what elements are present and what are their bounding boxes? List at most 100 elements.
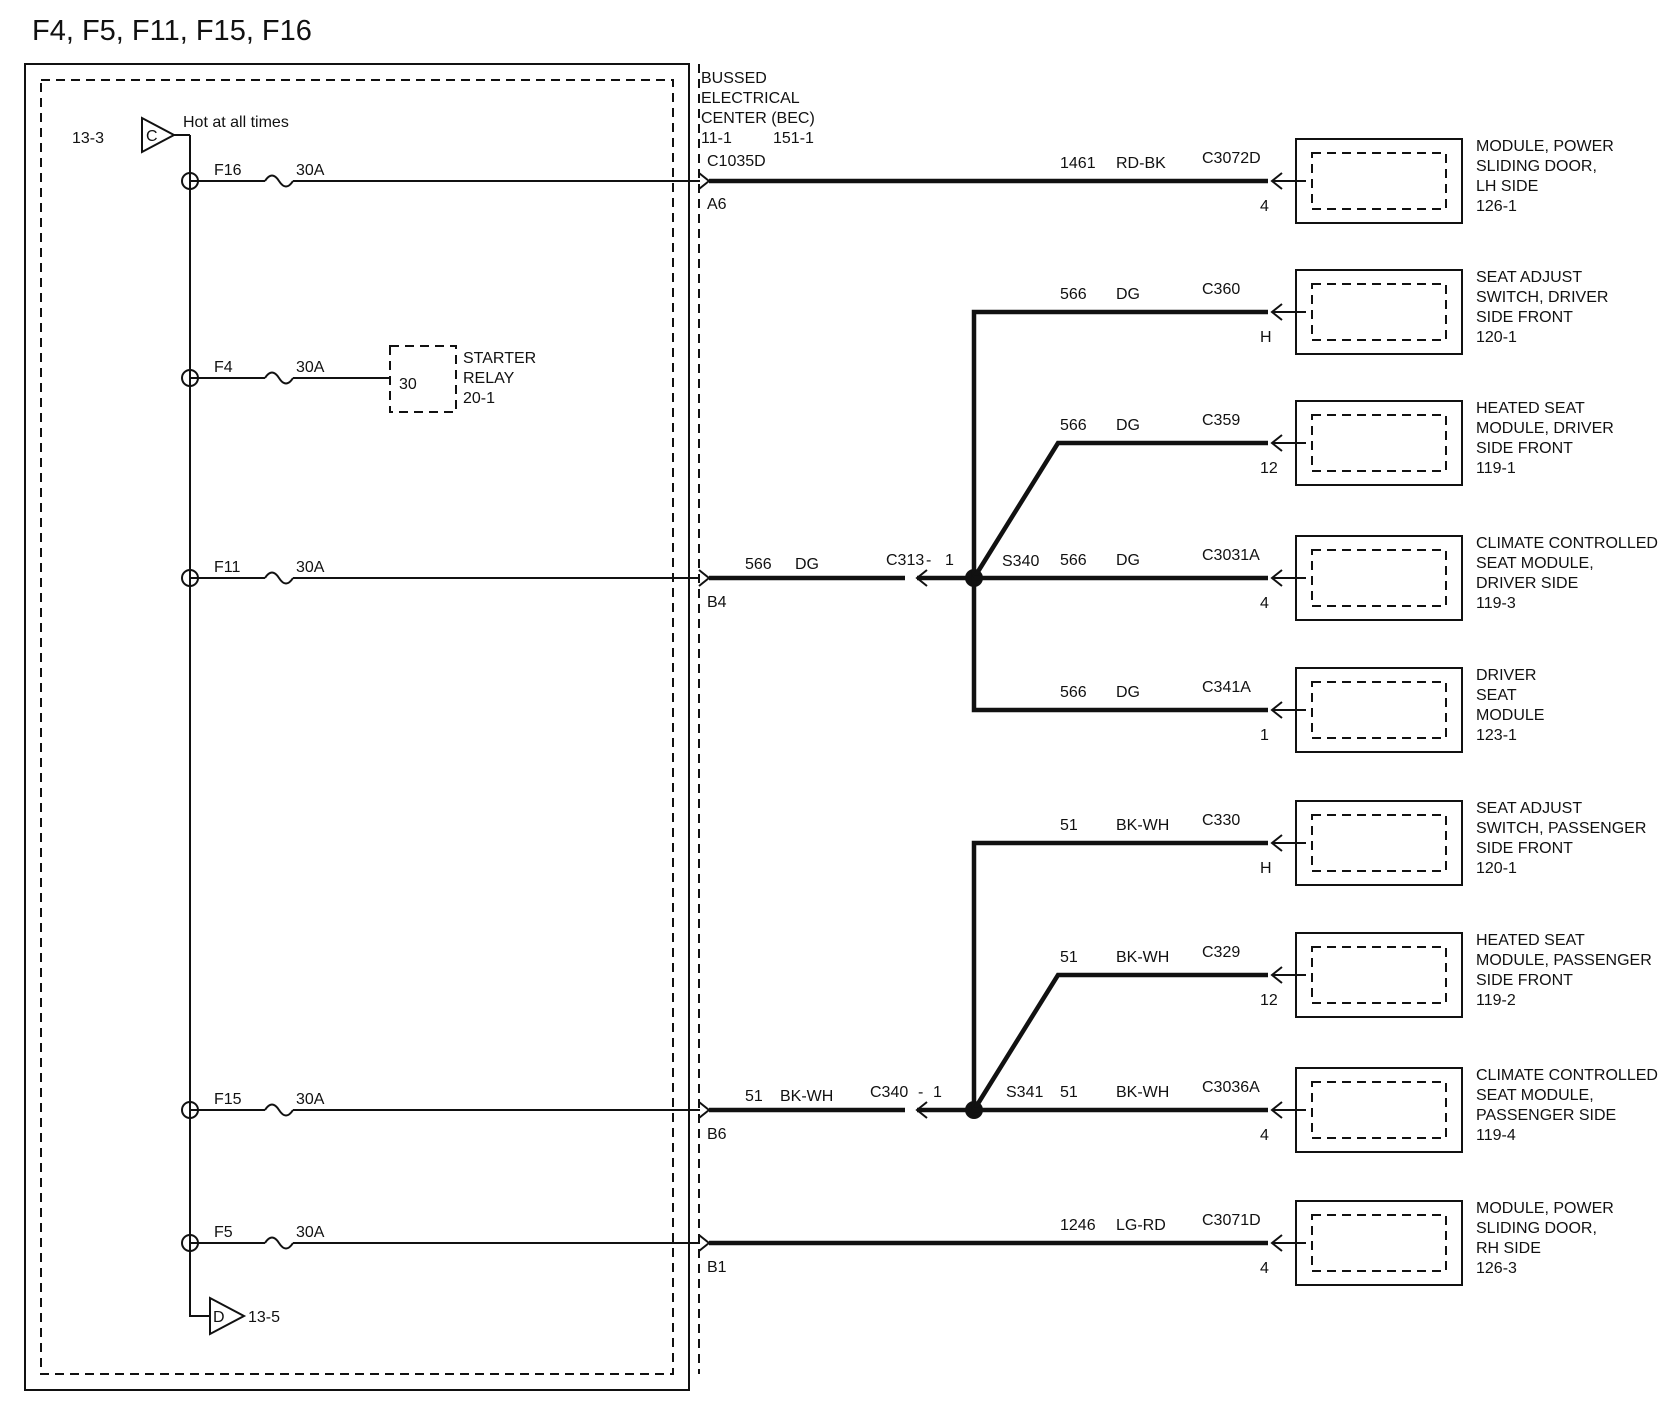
bec-name-line-1: BUSSED [701, 70, 767, 87]
branch-pin: 12 [1260, 992, 1278, 1009]
branch-pin: 12 [1260, 460, 1278, 477]
branch-circuit: 51 [1060, 817, 1078, 834]
branch-color: BK-WH [1116, 949, 1169, 966]
bec-arrow-b6 [698, 1101, 711, 1119]
power-input-ref: 13-3 [72, 130, 104, 147]
branch-connector: C329 [1202, 944, 1240, 961]
module-label-line: CLIMATE CONTROLLED [1476, 535, 1658, 552]
fuse-symbol [264, 1236, 294, 1250]
trunk-pin: 1 [945, 552, 954, 569]
hot-at-all-times-label: Hot at all times [183, 114, 289, 131]
branch-circuit: 51 [1060, 949, 1078, 966]
branch-pin: 4 [1260, 595, 1269, 612]
branch-circuit: 566 [1060, 286, 1087, 303]
module-box [1295, 800, 1463, 886]
starter-relay-line-3: 20-1 [463, 390, 495, 407]
branch-color: RD-BK [1116, 155, 1166, 172]
module-inner [1311, 681, 1447, 739]
fuse-symbol [264, 571, 294, 585]
branch-pin: 4 [1260, 1127, 1269, 1144]
module-inner [1311, 549, 1447, 607]
branch-color: BK-WH [1116, 817, 1169, 834]
bec-connector-label: C1035D [707, 153, 766, 170]
bec-ref-a: 11-1 [701, 130, 732, 147]
trunk-connector: C340 [870, 1084, 908, 1101]
module-box [1295, 400, 1463, 486]
fuse-name: F11 [214, 559, 240, 576]
branch-circuit: 566 [1060, 552, 1087, 569]
module-box [1295, 535, 1463, 621]
module-inner [1311, 814, 1447, 872]
module-label-line: SIDE FRONT [1476, 309, 1573, 326]
bec-pin: B1 [707, 1259, 727, 1276]
output-connector-pin: D [213, 1309, 225, 1326]
branch-pin: H [1260, 860, 1272, 877]
bec-pin: B4 [707, 594, 727, 611]
trunk-connector-sep: - [926, 552, 931, 569]
module-label-line: 123-1 [1476, 727, 1517, 744]
module-label-line: MODULE, POWER [1476, 138, 1614, 155]
starter-relay: 30 STARTER RELAY 20-1 [389, 345, 536, 413]
module-label-line: MODULE [1476, 707, 1544, 724]
diagram-title: F4, F5, F11, F15, F16 [32, 15, 312, 47]
bec-output-arrows [698, 172, 711, 1252]
module-label-line: DRIVER SIDE [1476, 575, 1578, 592]
bec-inner-frame [40, 79, 674, 1375]
power-output: D 13-5 [189, 1296, 280, 1336]
fuse-name: F16 [214, 162, 242, 179]
branch-circuit: 1461 [1060, 155, 1096, 172]
branch-connector: C330 [1202, 812, 1240, 829]
module-label-line: PASSENGER SIDE [1476, 1107, 1616, 1124]
module-box [1295, 1067, 1463, 1153]
bec-pin: A6 [707, 196, 727, 213]
branch-connector: C3072D [1202, 150, 1261, 167]
module-label-line: SEAT ADJUST [1476, 800, 1582, 817]
branch-connector: C3036A [1202, 1079, 1260, 1096]
branch-pin: H [1260, 329, 1272, 346]
module-label-line: SLIDING DOOR, [1476, 1220, 1597, 1237]
input-connector-triangle [141, 116, 177, 154]
fuse-name: F5 [214, 1224, 233, 1241]
trunk-circuit: 51 [745, 1088, 763, 1105]
module-label-line: HEATED SEAT [1476, 932, 1585, 949]
branch-connector: C3031A [1202, 547, 1260, 564]
splice-s341-trunk [971, 840, 1268, 1110]
bec-ref-b: 151-1 [773, 130, 814, 147]
bec-arrow-b4 [698, 569, 711, 587]
module-inner [1311, 414, 1447, 472]
trunk-color: BK-WH [780, 1088, 833, 1105]
splice-s340-label: S340 [1002, 553, 1039, 570]
module-label-line: SWITCH, DRIVER [1476, 289, 1608, 306]
branch-color: DG [1116, 552, 1140, 569]
starter-relay-line-2: RELAY [463, 370, 515, 387]
fuse-symbol [264, 371, 294, 385]
starter-relay-pin: 30 [399, 376, 417, 393]
splice-s340-diag [972, 440, 1268, 580]
bec-label: BUSSED ELECTRICAL CENTER (BEC) 11-1 151-… [701, 70, 815, 147]
module-inner [1311, 283, 1447, 341]
module-inner [1311, 1214, 1447, 1272]
module-box [1295, 269, 1463, 355]
module-label-line: SWITCH, PASSENGER [1476, 820, 1646, 837]
fuse-rating: 30A [296, 559, 325, 576]
fuse-name: F4 [214, 359, 233, 376]
branch-color: DG [1116, 286, 1140, 303]
module-label-line: 119-3 [1476, 595, 1516, 612]
module-label-line: SIDE FRONT [1476, 440, 1573, 457]
branch-circuit: 566 [1060, 417, 1087, 434]
bec-arrow-a6 [698, 172, 711, 190]
bec-arrow-b1 [698, 1234, 711, 1252]
module-box [1295, 667, 1463, 753]
module-label-line: MODULE, POWER [1476, 1200, 1614, 1217]
branch-connector: C341A [1202, 679, 1251, 696]
module-box [1295, 1200, 1463, 1286]
branch-circuit: 566 [1060, 684, 1087, 701]
